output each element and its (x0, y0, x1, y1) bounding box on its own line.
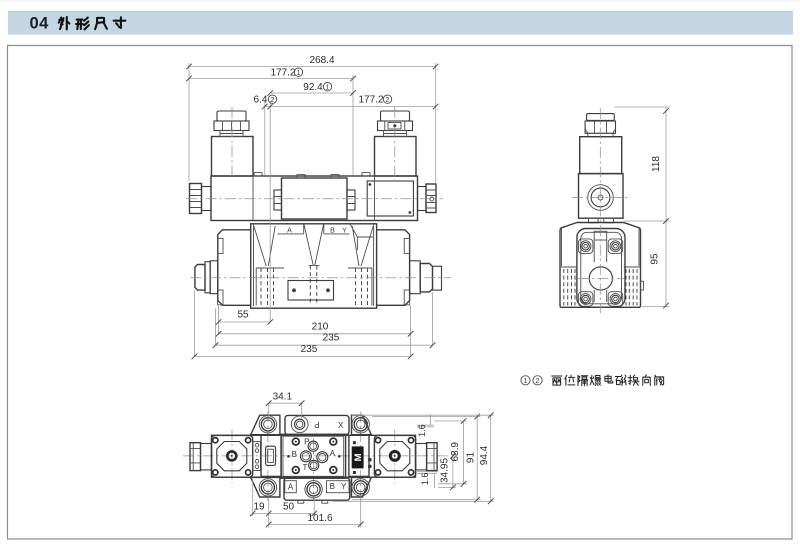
svg-text:X: X (338, 421, 344, 430)
svg-text:34.1: 34.1 (273, 392, 293, 403)
svg-text:177.2: 177.2 (358, 95, 383, 106)
svg-text:P: P (314, 420, 319, 429)
svg-text:A: A (330, 449, 336, 458)
svg-text:Y: Y (342, 228, 347, 235)
svg-text:101.6: 101.6 (307, 513, 332, 524)
svg-text:Y: Y (341, 482, 347, 491)
svg-text:1.6: 1.6 (417, 424, 427, 437)
svg-text:34.95: 34.95 (439, 458, 450, 483)
svg-text:55: 55 (237, 310, 249, 321)
svg-text:177.2: 177.2 (270, 68, 295, 79)
svg-text:50: 50 (283, 502, 295, 513)
svg-text:118: 118 (651, 156, 662, 172)
svg-text:1.6: 1.6 (420, 473, 430, 486)
svg-text:92.4: 92.4 (303, 82, 323, 93)
svg-text:A: A (287, 228, 292, 235)
svg-text:91: 91 (465, 452, 476, 464)
svg-text:T: T (303, 463, 308, 472)
svg-text:M: M (353, 453, 364, 461)
svg-text:210: 210 (312, 321, 329, 332)
svg-text:235: 235 (301, 344, 318, 355)
svg-text:235: 235 (323, 333, 340, 344)
svg-text:94.4: 94.4 (479, 445, 490, 465)
svg-text:1: 1 (524, 378, 528, 385)
svg-text:B: B (330, 228, 335, 235)
svg-text:2: 2 (271, 97, 275, 104)
svg-text:1: 1 (297, 70, 301, 77)
svg-text:268.4: 268.4 (309, 55, 334, 66)
svg-text:68.9: 68.9 (450, 442, 461, 462)
svg-text:19: 19 (253, 502, 265, 513)
svg-text:04: 04 (30, 15, 50, 33)
svg-text:B: B (292, 450, 297, 459)
svg-text:2: 2 (536, 378, 540, 385)
svg-text:A: A (288, 482, 294, 491)
svg-text:P: P (304, 437, 309, 446)
svg-text:95: 95 (650, 253, 661, 265)
svg-text:B: B (330, 482, 335, 491)
svg-text:6.4: 6.4 (254, 95, 268, 106)
svg-text:2: 2 (386, 97, 390, 104)
svg-text:1: 1 (326, 84, 330, 91)
